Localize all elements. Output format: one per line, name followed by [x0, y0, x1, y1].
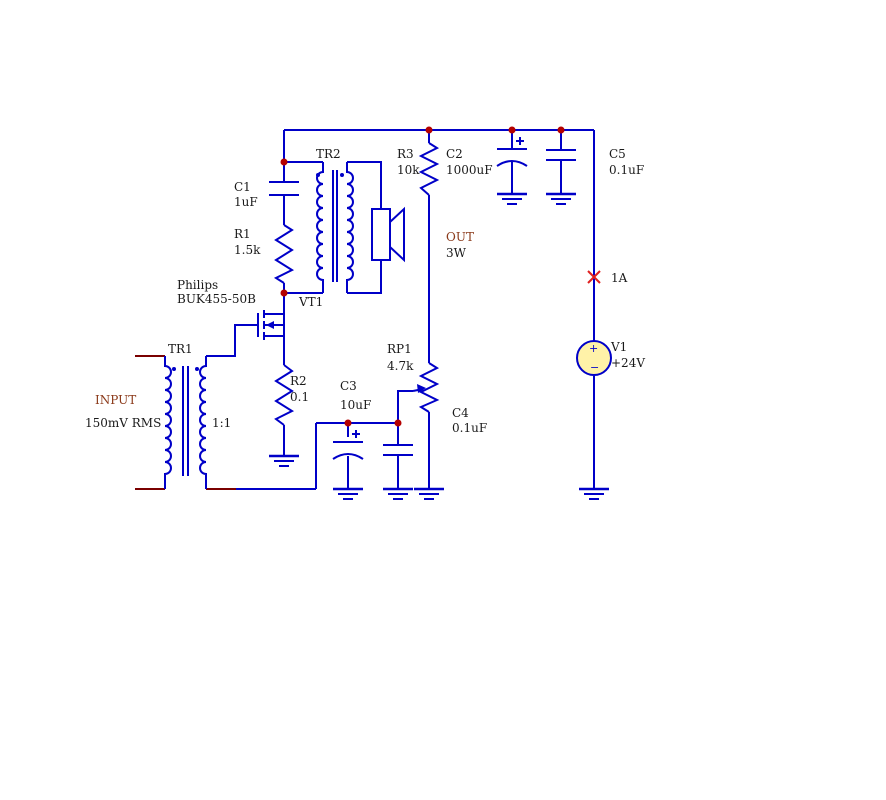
- c2-value-label: 1000uF: [446, 163, 493, 177]
- c1-value-label: 1uF: [234, 195, 258, 209]
- rp1-ground-symbol: [412, 487, 446, 501]
- speaker-symbol: [371, 206, 405, 263]
- fuse-value-label: 1A: [611, 271, 628, 285]
- capacitor-c4-symbol: [383, 444, 413, 456]
- out-ref-label: OUT: [446, 230, 474, 244]
- capacitor-c3-symbol: [332, 430, 364, 460]
- fuse-symbol: [587, 270, 601, 284]
- capacitor-c1-symbol: [269, 181, 299, 196]
- v1-ground-symbol: [577, 487, 611, 501]
- rp1-value-label: 4.7k: [387, 359, 414, 373]
- mosfet-vt1-symbol: [257, 310, 285, 340]
- wires: [206, 129, 595, 490]
- lead-stubs: [135, 355, 236, 490]
- c5-value-label: 0.1uF: [609, 163, 644, 177]
- resistor-r1-symbol: [273, 224, 295, 284]
- c4-ground-symbol: [381, 487, 415, 501]
- v1-value-label: +24V: [611, 356, 645, 370]
- input-ref-label: INPUT: [95, 393, 136, 407]
- tr1-ref-label: TR1: [168, 342, 193, 356]
- potentiometer-rp1-symbol: [412, 362, 440, 413]
- rp1-ref-label: RP1: [387, 342, 412, 356]
- c3-ref-label: C3: [340, 379, 357, 393]
- c5-ground-symbol: [544, 192, 578, 206]
- c2-ground-symbol: [495, 192, 529, 206]
- r3-value-label: 10k: [397, 163, 420, 177]
- capacitor-c5-symbol: [546, 149, 576, 161]
- transformer-tr1-symbol: [164, 356, 207, 489]
- c1-ref-label: C1: [234, 180, 251, 194]
- resistor-r2-symbol: [274, 364, 295, 426]
- resistor-r3-symbol: [418, 142, 440, 196]
- c2-ref-label: C2: [446, 147, 463, 161]
- c4-ref-label: C4: [452, 406, 469, 420]
- r2-ref-label: R2: [290, 374, 307, 388]
- r2-ground-symbol: [267, 454, 301, 468]
- v1-ref-label: V1: [610, 340, 627, 354]
- c4-value-label: 0.1uF: [452, 421, 487, 435]
- r3-ref-label: R3: [397, 147, 414, 161]
- voltage-source-v1-symbol: [576, 340, 612, 376]
- v1-minus-sign: −: [590, 361, 599, 374]
- junction-nodes: [280, 126, 565, 427]
- vt1-part-label: BUK455-50B: [177, 292, 256, 306]
- r1-value-label: 1.5k: [234, 243, 261, 257]
- vt1-maker-label: Philips: [177, 278, 218, 292]
- vt1-ref-label: VT1: [298, 295, 323, 309]
- r2-value-label: 0.1: [290, 390, 309, 404]
- input-value-label: 150mV RMS: [85, 416, 161, 430]
- r1-ref-label: R1: [234, 227, 251, 241]
- tr2-ref-label: TR2: [316, 147, 341, 161]
- capacitor-c2-symbol: [496, 137, 528, 167]
- c5-ref-label: C5: [609, 147, 626, 161]
- v1-plus-sign: +: [589, 342, 598, 355]
- c3-value-label: 10uF: [340, 398, 371, 412]
- tr1-ratio-label: 1:1: [212, 416, 231, 430]
- transformer-tr2-symbol: [316, 162, 354, 293]
- out-value-label: 3W: [446, 246, 467, 260]
- c3-ground-symbol: [331, 487, 365, 501]
